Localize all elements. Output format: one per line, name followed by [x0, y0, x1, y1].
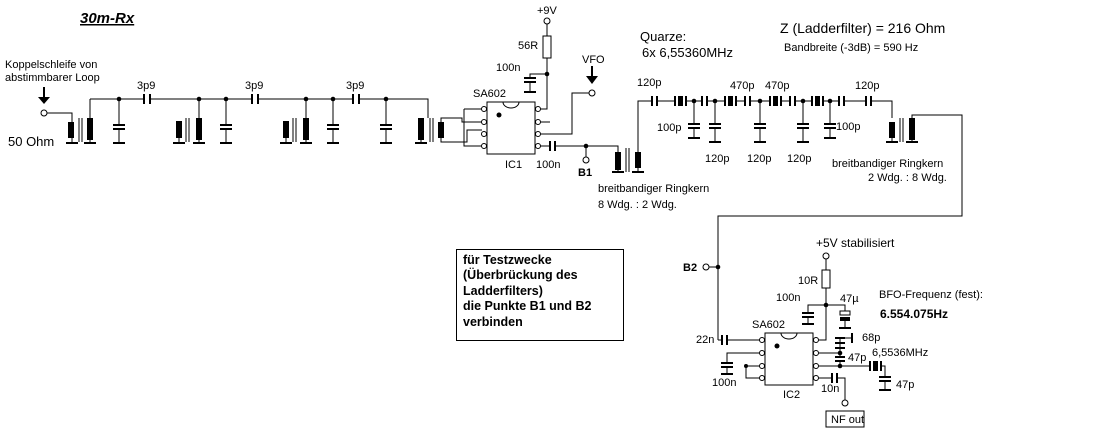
- test-note-line-2: (Überbrückung des: [463, 268, 578, 283]
- supply-5v-terminal: [822, 252, 830, 260]
- supply-9v-terminal: [543, 17, 551, 25]
- input-transformer-ratio: 8 Wdg. : 2 Wdg.: [598, 199, 677, 211]
- ic2-ref-label: IC2: [783, 389, 800, 401]
- ic1-input-transformer: [415, 117, 482, 144]
- cap-100n-ic2-bypass-label: 100n: [712, 377, 736, 389]
- ic2-chip-label: SA602: [752, 319, 785, 331]
- ladder-input-transformer: [612, 100, 652, 173]
- bfo-value: 6.554.075Hz: [880, 307, 948, 321]
- input-impedance-label: 50 Ohm: [8, 134, 54, 149]
- bfo-label: BFO-Frequenz (fest):: [879, 289, 983, 301]
- cap-100p-shunt-1-label: 100p: [657, 122, 681, 134]
- input-terminal: [40, 109, 48, 117]
- cap-100p-shunt-2-label: 100p: [836, 121, 860, 133]
- ladder-output-transformer: [717, 114, 963, 340]
- cap-label-3p9-1: 3p9: [137, 80, 155, 92]
- ladder-bandwidth-label: Bandbreite (-3dB) = 590 Hz: [784, 42, 918, 54]
- cap-100n-ic1-out-label: 100n: [536, 159, 560, 171]
- cap-68p-label: 68p: [862, 332, 880, 344]
- nf-out-terminal: [841, 399, 849, 407]
- ic1-chip: [486, 101, 536, 155]
- diagram-title: 30m-Rx: [80, 10, 135, 27]
- supply-9v-label: +9V: [537, 5, 558, 17]
- vfo-terminal: [588, 89, 596, 97]
- vfo-arrow: [586, 66, 598, 84]
- ladder-impedance-label: Z (Ladderfilter) = 216 Ohm: [780, 20, 945, 36]
- capacitor-3p9-3: [352, 94, 360, 104]
- nf-out-box: [825, 410, 865, 428]
- cap-47p-out-label: 47p: [896, 379, 914, 391]
- cap-470p-series-2-label: 470p: [765, 80, 789, 92]
- capacitor-3p9-1: [143, 94, 151, 104]
- coupling-label-1: Koppelschleife von: [5, 59, 97, 71]
- ladder-filter: [651, 96, 893, 143]
- input-arrow: [38, 87, 50, 104]
- test-note-line-1: für Testzwecke: [463, 253, 552, 267]
- shunt-capacitor-2: [220, 99, 232, 144]
- output-transformer-label: breitbandiger Ringkern: [832, 158, 943, 170]
- test-note-line-4: die Punkte B1 und B2: [463, 299, 592, 314]
- test-note-line-3: Ladderfilters): [463, 283, 543, 298]
- ic1-pins: [481, 106, 541, 149]
- cap-10n-label: 10n: [821, 383, 839, 395]
- input-transformer: [68, 118, 93, 142]
- output-transformer-ratio: 2 Wdg. : 8 Wdg.: [868, 172, 947, 184]
- cap-120p-series-1-label: 120p: [637, 77, 661, 89]
- resistor-56r-label: 56R: [518, 40, 538, 52]
- cap-label-3p9-3: 3p9: [346, 80, 364, 92]
- shunt-capacitor-3: [327, 99, 339, 144]
- vfo-label: VFO: [582, 54, 605, 66]
- ic2-chip: [764, 332, 814, 386]
- cap-label-3p9-2: 3p9: [245, 80, 263, 92]
- tuning-element-2: [280, 99, 312, 144]
- ic1-chip-label: SA602: [473, 88, 506, 100]
- tuning-element-1: [173, 99, 205, 144]
- coupling-label-2: abstimmbarer Loop: [5, 72, 100, 84]
- shunt-capacitor-1: [113, 99, 125, 144]
- ic2-pins: [759, 337, 819, 381]
- test-note-box: für Testzwecke (Überbrückung des Ladderf…: [456, 249, 624, 341]
- crystals-label: Quarze:: [640, 29, 686, 44]
- ic1-ref-label: IC1: [505, 159, 522, 171]
- crystal-bfo-label: 6,5536MHz: [872, 347, 928, 359]
- cap-22n-label: 22n: [696, 334, 714, 346]
- b1-label: B1: [578, 167, 592, 179]
- cap-120p-shunt-2-label: 120p: [747, 153, 771, 165]
- test-note-line-5: verbinden: [463, 314, 523, 329]
- shunt-capacitor-4: [380, 99, 392, 144]
- cap-120p-series-2-label: 120p: [855, 80, 879, 92]
- cap-100n-ic1-top-label: 100n: [496, 62, 520, 74]
- cap-120p-shunt-1-label: 120p: [705, 153, 729, 165]
- crystals-value: 6x 6,55360MHz: [642, 45, 733, 60]
- electrolytic-47u-label: 47µ: [840, 293, 859, 305]
- cap-470p-series-1-label: 470p: [730, 80, 754, 92]
- resistor-10r: [821, 269, 831, 289]
- cap-47p-osc-label: 47p: [848, 352, 866, 364]
- resistor-56r: [542, 35, 552, 59]
- b2-label: B2: [683, 262, 697, 274]
- capacitor-3p9-2: [251, 94, 259, 104]
- nf-out-label: NF out: [831, 414, 864, 426]
- cap-120p-shunt-3-label: 120p: [787, 153, 811, 165]
- resistor-10r-label: 10R: [798, 275, 818, 287]
- cap-100n-ic2-top-label: 100n: [776, 292, 800, 304]
- input-transformer-label: breitbandiger Ringkern: [598, 183, 709, 195]
- supply-5v-label: +5V stabilisiert: [816, 236, 895, 250]
- b1-terminal: [582, 156, 590, 164]
- b2-terminal: [702, 263, 710, 271]
